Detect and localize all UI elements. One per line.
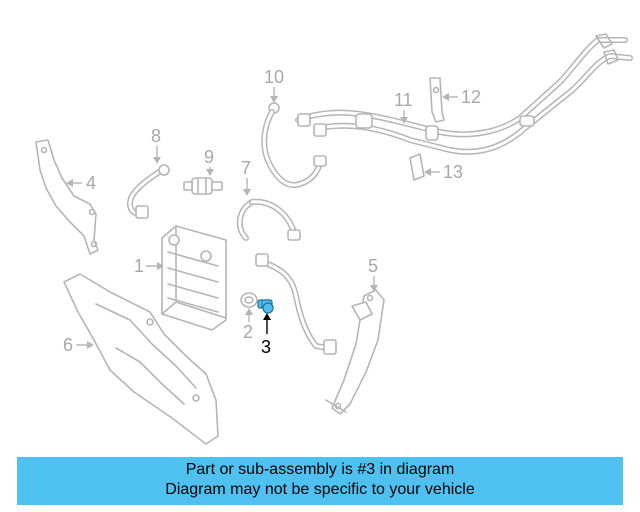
clip-part-13 (409, 153, 425, 181)
callout-number: 5 (368, 256, 378, 276)
bracket-part-4 (35, 139, 99, 255)
callout-4: 4 (66, 173, 96, 193)
hose-part-7 (236, 198, 337, 355)
hose-part-10 (261, 102, 327, 188)
grommet-part-2 (240, 292, 258, 308)
callout-number: 9 (204, 147, 214, 167)
callout-7: 7 (241, 158, 251, 196)
callout-3-highlighted: 3 (261, 313, 271, 357)
callout-8: 8 (151, 126, 161, 164)
callout-number: 13 (443, 162, 463, 182)
callout-6: 6 (63, 335, 94, 355)
bracket-part-12 (429, 77, 445, 123)
banner-line-disclaimer: Diagram may not be specific to your vehi… (165, 481, 475, 498)
callout-number: 11 (394, 90, 413, 110)
callout-5: 5 (368, 256, 378, 292)
fitting-part-3-highlighted (257, 299, 274, 314)
shield-part-6 (63, 273, 219, 445)
callout-9: 9 (204, 147, 214, 176)
callout-2: 2 (243, 308, 253, 342)
callout-number: 1 (134, 256, 144, 276)
callout-number: 10 (264, 67, 284, 87)
callout-number: 3 (261, 337, 271, 357)
callout-number: 6 (63, 335, 73, 355)
pipe-part-8 (127, 164, 170, 219)
callout-12: 12 (442, 87, 481, 107)
banner-line-part-number: Part or sub-assembly is #3 in diagram (185, 461, 455, 478)
callout-10: 10 (264, 67, 284, 103)
callout-number: 8 (151, 126, 161, 146)
callout-11: 11 (394, 90, 413, 124)
info-banner: Part or sub-assembly is #3 in diagram Di… (17, 457, 623, 505)
callout-1: 1 (134, 256, 164, 276)
callout-13: 13 (424, 162, 463, 182)
callout-number: 7 (241, 158, 251, 178)
callout-number: 12 (461, 87, 481, 107)
callout-number: 2 (243, 322, 253, 342)
mounting-bracket-part-5 (325, 289, 385, 415)
callout-number: 4 (86, 173, 96, 193)
cooler-line-assembly-part (295, 33, 633, 155)
oil-cooler-part-1 (161, 225, 227, 331)
connector-part-9 (183, 177, 223, 195)
